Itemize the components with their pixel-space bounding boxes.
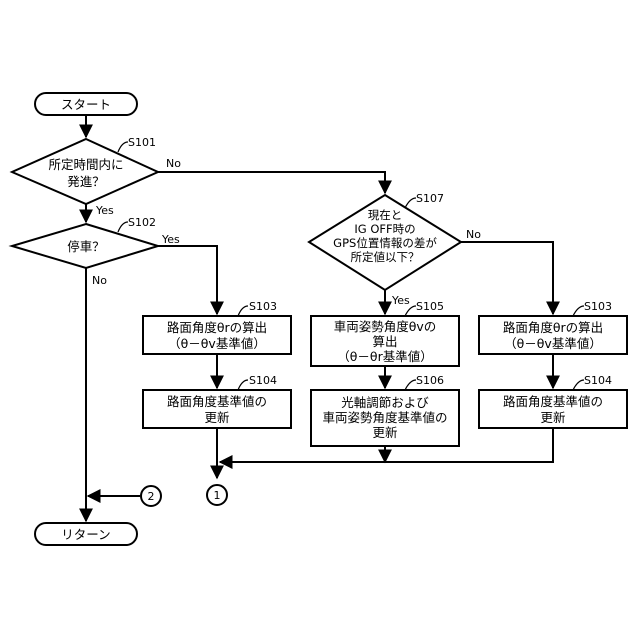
decision-s101-line-1: 所定時間内に [48, 157, 123, 172]
decision-s107-line-4: 所定値以下？ [351, 250, 420, 264]
decision-s107-line-3: GPS位置情報の差が [333, 236, 437, 250]
step-id-s105: S105 [416, 300, 444, 313]
branch-s107-yes: Yes [391, 294, 410, 307]
terminal-return: リターン [35, 523, 137, 545]
step-id-s104-mid: S104 [249, 374, 277, 387]
process-s103-right-line-2: （θ－θv基準値） [504, 336, 602, 351]
process-s103-mid-line-1: 路面角度θrの算出 [167, 320, 267, 335]
process-s104-right-line-2: 更新 [540, 410, 565, 425]
leader-s107 [405, 198, 416, 208]
leader-s101 [118, 142, 128, 152]
decision-s107: 現在と IG OFF時の GPS位置情報の差が 所定値以下？ S107 [309, 192, 461, 290]
terminal-start-label: スタート [61, 97, 111, 112]
connector-2: 2 [141, 486, 161, 506]
step-id-s102: S102 [128, 216, 156, 229]
connector-1: 1 [207, 485, 227, 505]
decision-s102: 停車？ S102 [12, 216, 158, 268]
process-s106-line-1: 光軸調節および [341, 395, 429, 410]
decision-s102-line-1: 停車？ [67, 239, 105, 254]
arrow-s102-yes [158, 246, 217, 314]
process-s105-line-1: 車両姿勢角度θvの [334, 319, 437, 334]
process-s104-mid-line-2: 更新 [204, 410, 229, 425]
decision-s101: 所定時間内に 発進？ S101 [12, 136, 158, 204]
leader-s105 [405, 306, 416, 316]
leader-s103-mid [238, 306, 248, 316]
process-s105-line-2: 算出 [372, 334, 397, 349]
branch-s102-no: No [92, 274, 107, 287]
process-s103-mid-line-2: （θ－θv基準値） [168, 336, 266, 351]
leader-s103-right [573, 306, 584, 316]
terminal-return-label: リターン [61, 527, 110, 542]
leader-s106 [405, 380, 416, 390]
terminal-start: スタート [35, 93, 137, 115]
branch-s101-no: No [166, 157, 181, 170]
branch-s102-yes: Yes [161, 233, 180, 246]
process-s106-line-2: 車両姿勢角度基準値の [322, 410, 447, 425]
decision-s101-line-2: 発進？ [67, 174, 105, 189]
leader-s104-right [573, 380, 584, 390]
step-id-s103-mid: S103 [249, 300, 277, 313]
step-id-s107: S107 [416, 192, 444, 205]
connector-1-label: 1 [214, 489, 221, 502]
process-s104-right-line-1: 路面角度基準値の [503, 394, 603, 409]
step-id-s103-right: S103 [584, 300, 612, 313]
arrow-s101-no [158, 172, 385, 193]
branch-s101-yes: Yes [95, 204, 114, 217]
decision-s107-line-2: IG OFF時の [354, 222, 415, 236]
step-id-s106: S106 [416, 374, 444, 387]
process-s105-line-3: （θ－θr基準値） [337, 349, 432, 364]
leader-s104-mid [238, 380, 248, 390]
leader-s102 [118, 222, 128, 232]
process-s104-mid-line-1: 路面角度基準値の [167, 394, 267, 409]
step-id-s104-right: S104 [584, 374, 612, 387]
branch-s107-no: No [466, 228, 481, 241]
step-id-s101: S101 [128, 136, 156, 149]
connector-2-label: 2 [148, 490, 155, 503]
process-s103-right-line-1: 路面角度θrの算出 [503, 320, 603, 335]
arrow-s107-no [461, 242, 553, 314]
process-s106-line-3: 更新 [372, 425, 397, 440]
decision-s107-line-1: 現在と [368, 208, 403, 222]
